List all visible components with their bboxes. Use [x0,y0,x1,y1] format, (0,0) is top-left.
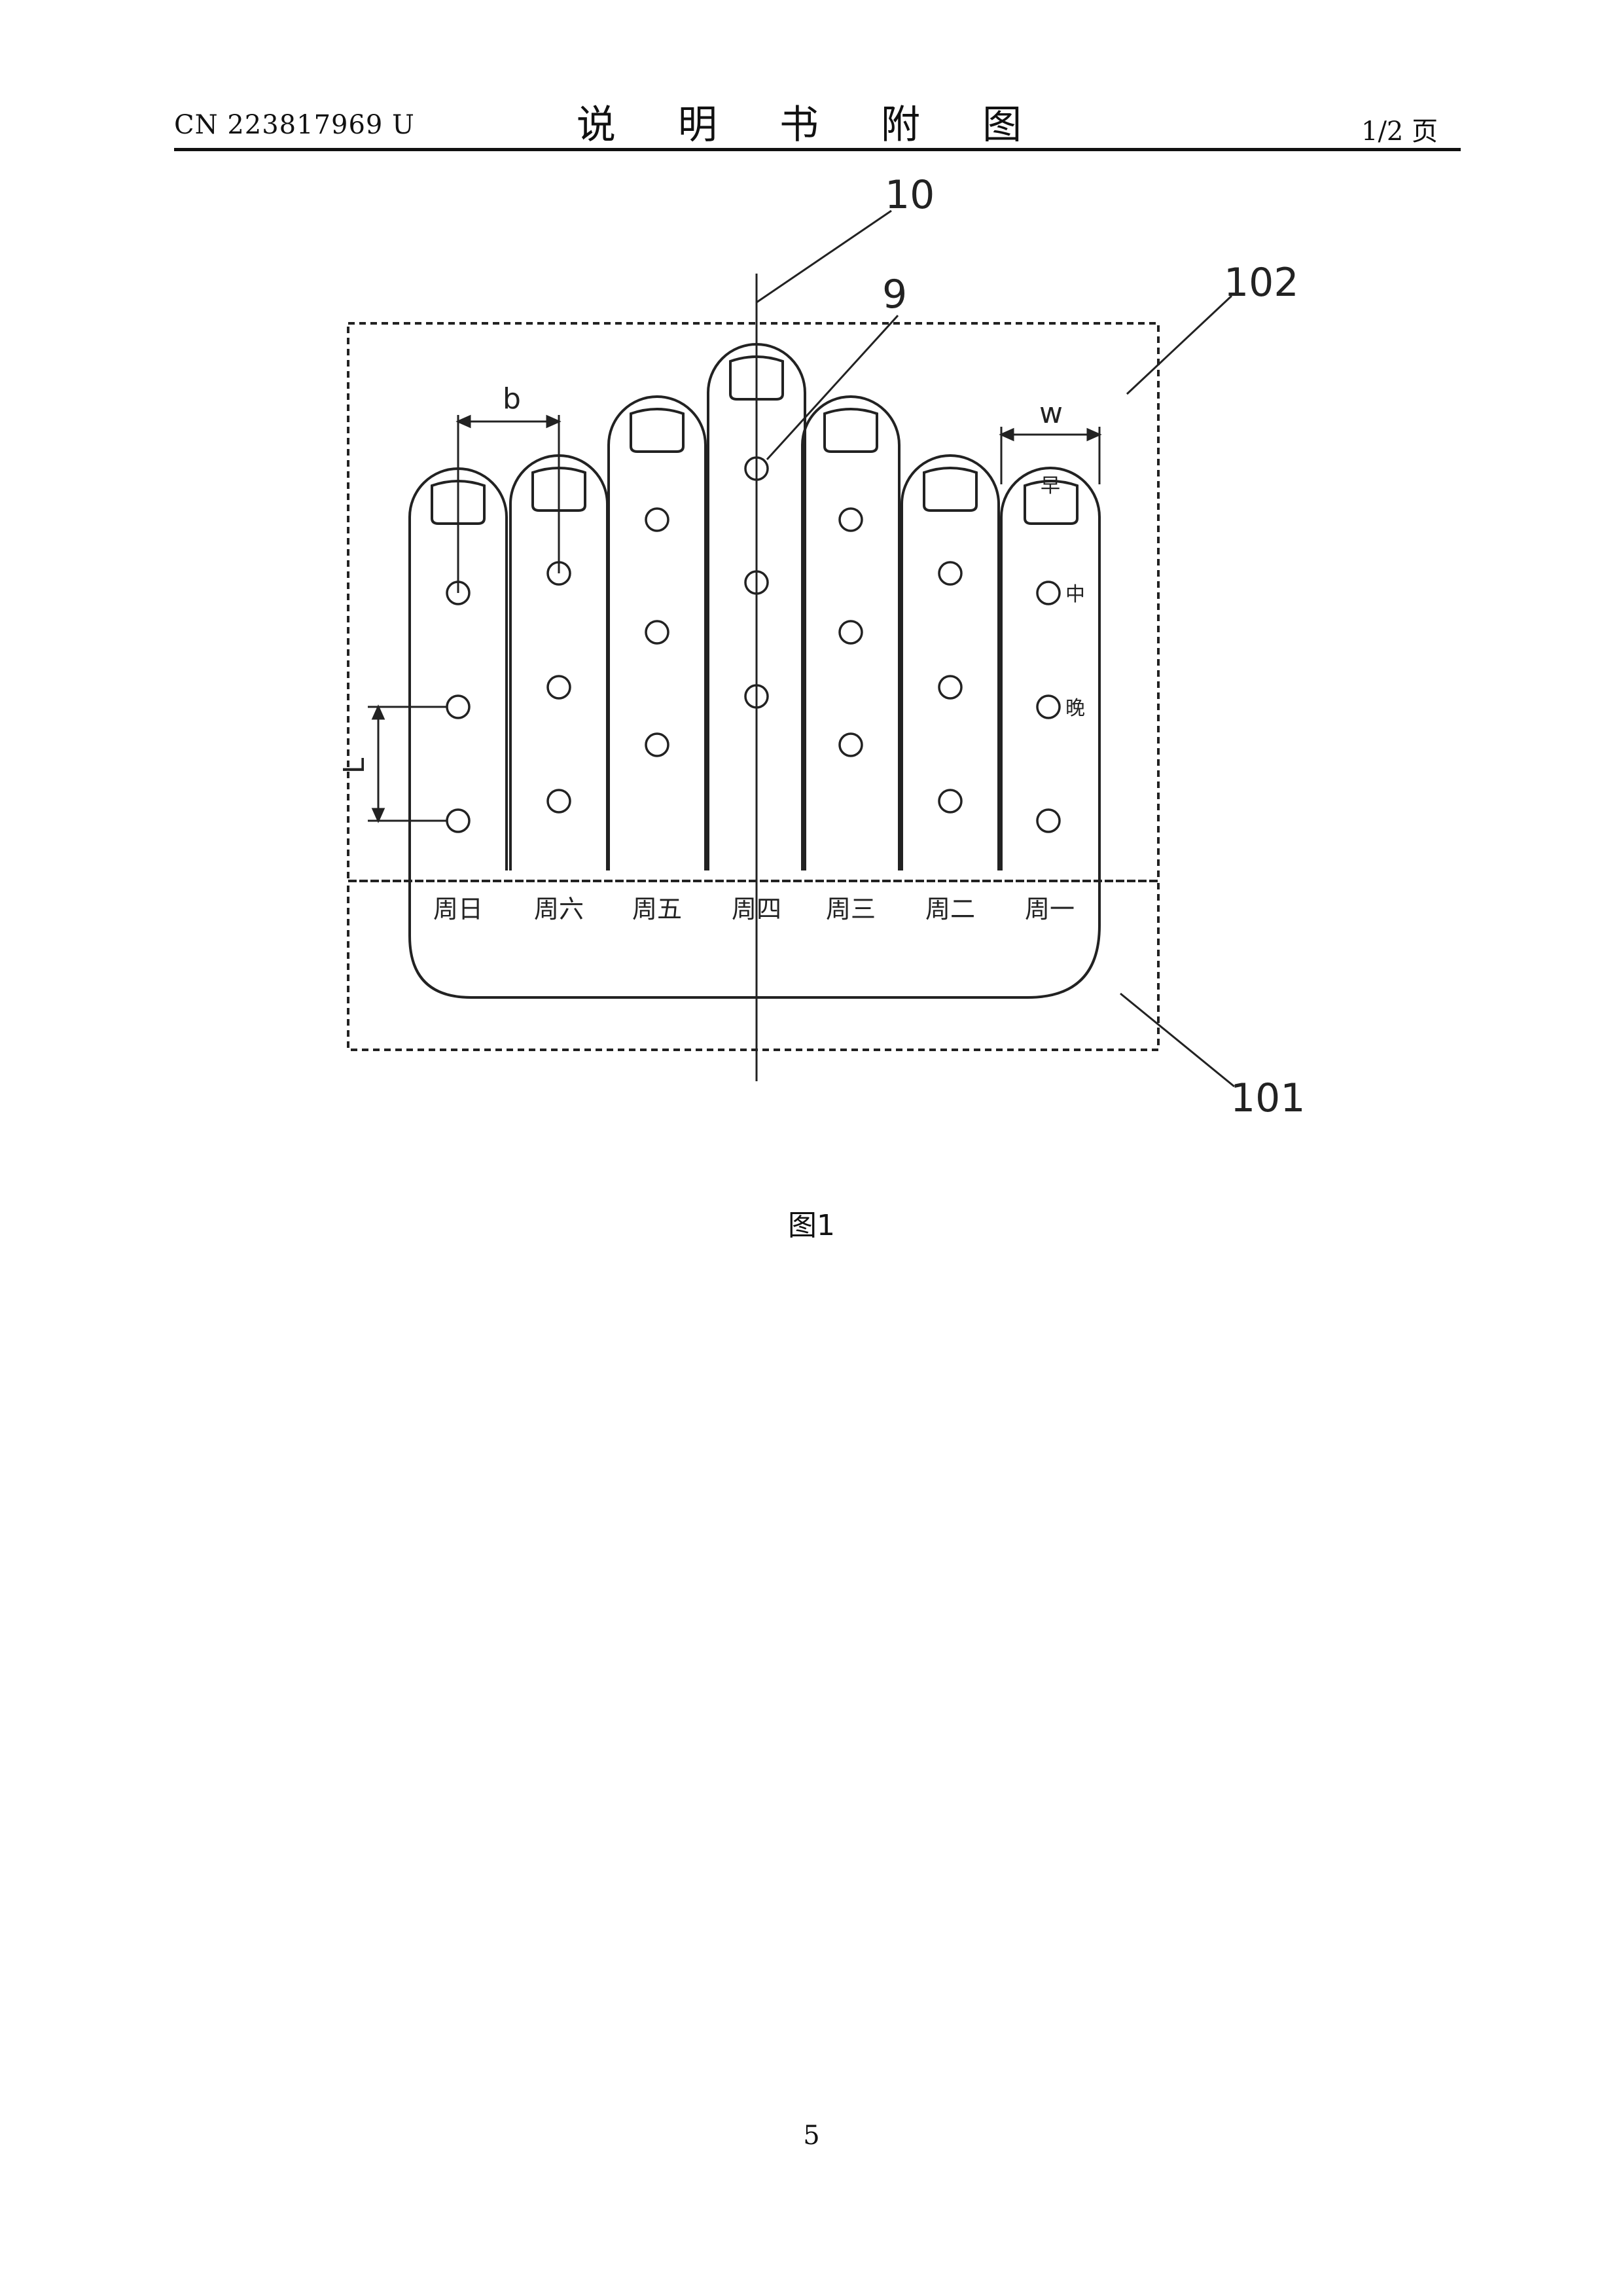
nail-friday [631,409,683,452]
hole [1037,696,1060,718]
hole [840,621,862,643]
nail-wednesday [825,409,877,452]
day-label: 周三 [826,895,876,924]
leader-102 [1127,296,1232,394]
dim-b [458,415,559,593]
hole [447,810,469,832]
hole [548,790,570,812]
leader-101 [1120,994,1234,1086]
day-label: 周四 [732,895,781,924]
day-label: 周日 [433,895,483,924]
hole [1037,810,1060,832]
dim-L [368,707,448,821]
hole [1037,582,1060,604]
hole [939,790,961,812]
ref-label-upper-region: 102 [1224,260,1299,306]
page-number: 5 [0,2121,1623,2151]
hole [548,676,570,698]
figure-caption: 图1 [0,1202,1623,1244]
hole [840,734,862,756]
ref-label-hole: 9 [882,272,907,317]
hole [447,696,469,718]
dim-label-b: b [503,382,521,416]
leader-10 [757,211,891,302]
day-label: 周五 [632,895,682,924]
hole [646,509,668,531]
time-label-morning: 早 [1041,475,1060,497]
hole [939,676,961,698]
hole [646,621,668,643]
day-label: 周一 [1025,895,1075,924]
time-label-noon: 中 [1065,583,1085,606]
finger-wednesday [802,397,899,870]
day-label: 周二 [925,895,975,924]
dim-label-L: L [338,757,371,774]
ref-label-axis: 10 [885,172,935,218]
dim-label-w: w [1039,397,1063,430]
nail-tuesday [924,468,976,511]
hole [840,509,862,531]
finger-tuesday [902,456,999,870]
day-label: 周六 [534,895,584,924]
finger-friday [609,397,705,870]
upper-region-box [348,323,1158,881]
hole [646,734,668,756]
ref-label-lower-region: 101 [1230,1075,1306,1121]
time-label-evening: 晚 [1065,697,1085,720]
hole [939,562,961,584]
